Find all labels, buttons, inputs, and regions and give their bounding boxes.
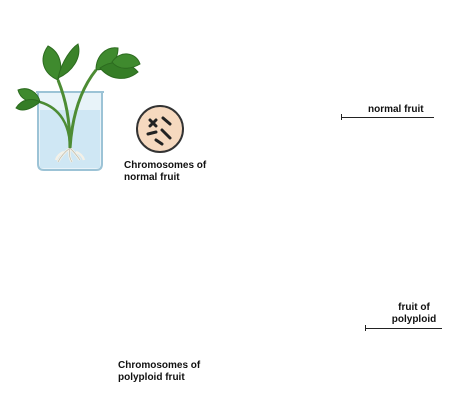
normal-fruit-pointer-line <box>342 117 434 118</box>
polyploid-fruit-label: fruit of polyploid <box>386 302 442 326</box>
polyploid-fruit-pointer-tick <box>365 325 366 331</box>
normal-cell-icon <box>136 105 184 153</box>
normal-plant-icon <box>15 43 141 171</box>
chromosome-label-normal-line2: normal fruit <box>124 172 180 183</box>
normal-fruit-label-line1: normal fruit <box>368 104 424 115</box>
polyploid-fruit-pointer-line <box>366 328 442 329</box>
polyploid-fruit-label-line1: fruit of <box>398 302 430 313</box>
chromosome-label-normal-line1: Chromosomes of <box>124 160 207 171</box>
chromosome-label-polyploid-line2: polyploid fruit <box>118 372 185 383</box>
normal-fruit-pointer-tick <box>341 114 342 120</box>
chromosome-label-normal: Chromosomes of normal fruit <box>124 160 206 184</box>
chromosome-label-polyploid-line1: Chromosomes of <box>118 360 201 371</box>
polyploid-fruit-label-line2: polyploid <box>391 314 437 325</box>
normal-fruit-label: normal fruit <box>368 104 424 116</box>
chromosome-label-polyploid: Chromosomes of polyploid fruit <box>118 360 200 384</box>
